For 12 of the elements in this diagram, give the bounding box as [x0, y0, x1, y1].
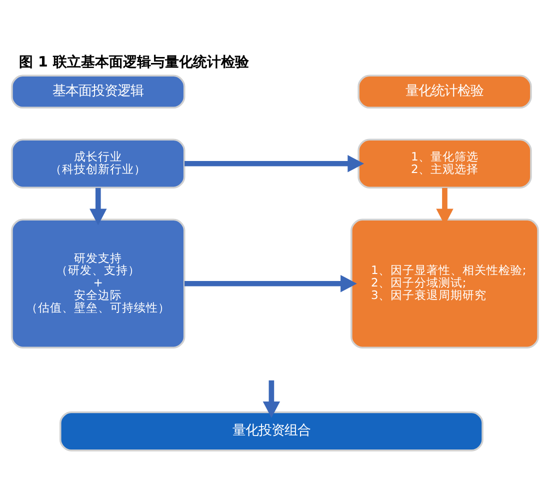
node-box: 研发支持 （研发、支持） + 安全边际 （估值、壁垒、可持续性）	[11, 218, 186, 348]
node-box: 量化投资组合	[60, 410, 484, 451]
node-box: 成长行业 （科技创新行业）	[11, 138, 186, 188]
node-box: 量化统计检验	[358, 74, 532, 108]
node-box: 1、因子显著性、相关性检验; 2、因子分域测试; 3、因子衰退周期研究	[350, 218, 539, 348]
diagram-title: 图 1 联立基本面逻辑与量化统计检验	[19, 54, 249, 70]
arrow	[262, 380, 280, 418]
arrow	[184, 154, 364, 172]
node-box: 基本面投资逻辑	[11, 74, 186, 108]
node-box: 1、量化筛选 2、主观选择	[358, 138, 532, 188]
arrow	[90, 187, 107, 225]
arrow	[184, 274, 357, 292]
